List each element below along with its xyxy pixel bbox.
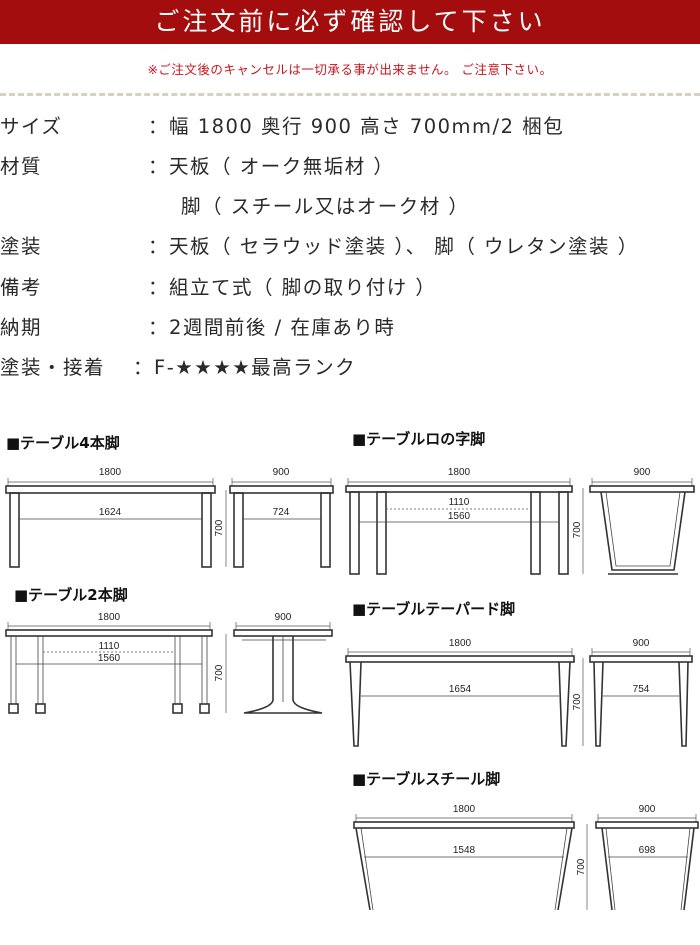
diagram-tapered: 1800 1654 700 900 754 xyxy=(345,638,693,747)
dim-inner-depth-label: 754 xyxy=(633,684,650,695)
spec-value: ：天板（ オーク無垢材 ） xyxy=(148,155,395,178)
dim-width-label: 1800 xyxy=(99,467,122,478)
diagram-title-tapered: ■テーブルテーパード脚 xyxy=(352,600,516,618)
diagram-title-steel: ■テーブルスチール脚 xyxy=(352,770,501,788)
dim-inner-a-label: 1110 xyxy=(449,497,470,508)
dim-height-label: 700 xyxy=(572,521,583,538)
diagram-title-four-leg: ■テーブル4本脚 xyxy=(6,434,120,452)
spec-value: ：F-★★★★最高ランク xyxy=(133,356,357,379)
diagram-two-leg: 1800 1110 1560 900 700 xyxy=(5,612,333,714)
dim-height-label: 700 xyxy=(576,858,587,875)
spec-label: サイズ xyxy=(0,115,63,138)
dim-inner-width-label: 1654 xyxy=(449,684,472,695)
dim-inner-b-label: 1560 xyxy=(448,511,471,522)
dim-height-label: 700 xyxy=(214,519,225,536)
dim-inner-b-label: 1560 xyxy=(98,653,121,664)
spec-label: 納期 xyxy=(0,316,43,339)
dim-width-label: 1800 xyxy=(98,612,121,623)
dashed-divider xyxy=(0,93,700,96)
spec-value: ：天板（ セラウッド塗装 ）、 脚（ ウレタン塗装 ） xyxy=(148,235,639,258)
dim-height-label: 700 xyxy=(214,664,225,681)
dim-depth-label: 900 xyxy=(273,467,290,478)
diagram-title-ro-leg: ■テーブルロの字脚 xyxy=(352,430,486,448)
spec-value: ：2週間前後 / 在庫あり時 xyxy=(148,316,396,339)
diagram-steel: 1800 1548 900 698 700 xyxy=(353,804,699,911)
dim-inner-depth-label: 724 xyxy=(273,507,290,518)
spec-value: 脚（ スチール又はオーク材 ） xyxy=(181,195,470,218)
spec-label: 備考 xyxy=(0,276,43,299)
cancel-notice: ※ご注文後のキャンセルは一切承る事が出来ません。 ご注意下さい。 xyxy=(147,62,553,77)
diagram-title-two-leg: ■テーブル2本脚 xyxy=(14,586,128,604)
dim-depth-label: 900 xyxy=(639,804,656,815)
spec-value: ：組立て式（ 脚の取り付け ） xyxy=(148,276,437,299)
spec-label: 材質 xyxy=(0,155,43,178)
dim-height-label: 700 xyxy=(572,693,583,710)
dim-width-label: 1800 xyxy=(449,638,472,649)
dim-depth-label: 900 xyxy=(634,467,651,478)
dim-width-label: 1800 xyxy=(453,804,476,815)
dim-depth-label: 900 xyxy=(275,612,292,623)
spec-value: ：幅 1800 奥行 900 高さ 700mm/2 梱包 xyxy=(148,115,565,138)
spec-label: 塗装 xyxy=(0,235,43,258)
diagram-ro-leg: 1800 1110 1560 700 900 xyxy=(345,467,695,575)
dim-depth-label: 900 xyxy=(633,638,650,649)
spec-label: 塗装・接着 xyxy=(0,356,106,379)
dim-width-label: 1800 xyxy=(448,467,471,478)
diagram-four-leg: 1800 1624 900 724 700 xyxy=(5,467,334,568)
header-banner: ご注文前に必ず確認して下さい xyxy=(0,0,700,44)
dim-inner-width-label: 1548 xyxy=(453,845,476,856)
dim-inner-depth-label: 698 xyxy=(639,845,656,856)
dim-inner-a-label: 1110 xyxy=(99,641,120,652)
dim-inner-width-label: 1624 xyxy=(99,507,122,518)
